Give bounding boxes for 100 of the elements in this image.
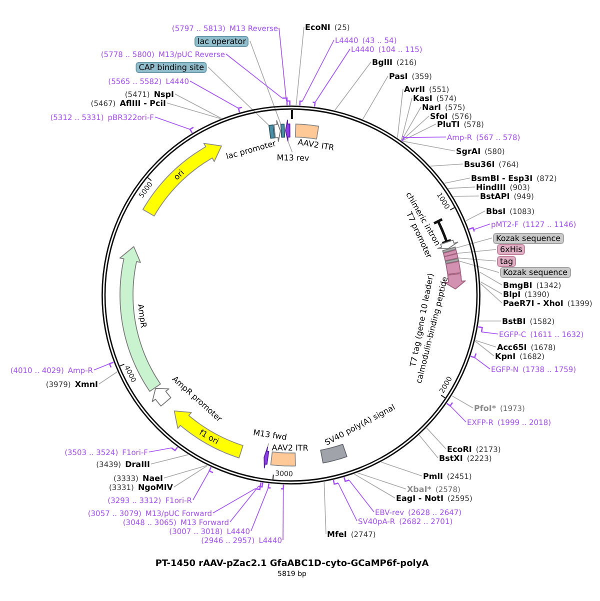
leader-line [448,186,476,189]
leader-line [450,405,466,422]
enzyme-name: PfoI* [474,404,496,412]
leader-line [402,124,436,142]
feature-label: lac operator [194,36,249,46]
enzyme-name: PmlI [423,472,443,480]
enzyme-name: BglII [372,58,393,66]
leader-line [192,470,210,500]
leader-line [418,434,438,458]
enzyme-name: EcoNI [305,22,330,32]
enzyme-name: BsmBI - Esp3I [471,174,533,182]
map-title: PT-1450 rAAV-pZac2.1 GfaABC1D-cyto-GCaMP6f-polyA [155,559,429,570]
enzyme-name: PaeR7I - XhoI [503,298,564,308]
feature-label: ori [172,168,186,182]
feature-label: 6xHis [497,244,526,255]
leader-line [296,26,304,106]
leader-line [288,140,293,153]
leader-line [150,454,189,464]
feature-label: Kozak sequence [500,267,571,278]
leader-line [473,224,490,230]
feature-label: f1 ori [197,428,220,447]
enzyme-name: NarI [422,102,442,112]
leader-line [282,488,284,540]
feature-label: Kozak sequence [493,232,564,244]
feature-label: AAV2 ITR [271,443,308,453]
enzyme-name: BstAPI [480,192,510,200]
feature-label: AAV2 ITR [296,138,334,152]
leader-line [174,94,222,119]
leader-line [474,340,494,356]
enzyme-name: BstBI [502,316,526,326]
leader-line [455,238,492,249]
leader-line [458,260,500,273]
feature-label: tag [497,256,516,266]
enzyme-name: DraIII [125,460,150,468]
enzyme-name: BbsI [486,206,506,216]
leader-line [166,102,221,120]
leader-line [397,88,404,138]
leader-line [479,272,502,286]
feature-label: M13 rev [277,153,310,163]
leader-line [148,447,172,452]
leader-line [250,487,269,532]
enzyme-name: HindIII [476,182,506,192]
enzyme-name: SgrAI [456,146,481,156]
enzyme-name: EcoRI [447,444,472,454]
enzyme-name: NspI [154,90,174,98]
leader-line [302,40,334,102]
leader-line [94,363,110,370]
enzyme-name: AflIII - PciI [120,98,166,108]
leader-line [401,106,422,141]
enzyme-name: AvrII [404,84,426,94]
leader-line [380,462,422,476]
leader-line [481,332,498,334]
leader-line [465,210,486,222]
enzyme-name: EagI - NotI [396,494,444,502]
leader-line [174,465,208,488]
enzyme-name: MfeI [327,530,347,538]
enzyme-name: XmnI [74,380,98,388]
leader-line [458,258,496,262]
leader-line [480,281,502,294]
leader-line [478,320,502,322]
leader-line [338,482,358,522]
enzyme-name: NgoMIV [138,482,173,492]
enzyme-name: BlpI [503,290,521,298]
leader-line [480,283,502,304]
leader-line [475,340,496,348]
enzyme-name: PasI [389,72,408,80]
leader-line [334,62,372,111]
enzyme-name: Acc65I [497,342,527,352]
leader-line [348,480,374,512]
enzyme-name: NaeI [142,474,163,482]
leader-line [354,474,396,498]
enzyme-name: SfoI [430,112,448,120]
leader-line [212,488,256,514]
enzyme-name: KpnI [495,352,516,360]
leader-line [154,116,190,130]
feature-label: CAP binding site [136,62,207,72]
leader-line [98,371,118,384]
enzyme-name: KasI [413,94,432,102]
leader-line [190,80,239,109]
leader-line [278,28,287,102]
leader-line [402,140,456,152]
leader-line [314,48,350,103]
leader-line [452,395,474,408]
leader-line [230,486,259,522]
leader-line [324,482,326,534]
enzyme-name: BmgBI [503,280,532,290]
enzyme-name: XbaI* [407,484,432,494]
leader-line [226,54,283,99]
enzyme-name: BstXI [439,454,463,462]
feature-label: AmpR [136,303,149,328]
leader-line [400,98,412,141]
leader-line [444,178,470,184]
leader-line [426,428,446,450]
feature-label: M13 fwd [252,428,288,442]
leader-line [452,196,480,197]
enzyme-name: PluTI [437,120,460,128]
leader-line [474,357,490,370]
leader-line [164,465,208,478]
leader-line [357,472,406,490]
leader-line [404,136,446,138]
